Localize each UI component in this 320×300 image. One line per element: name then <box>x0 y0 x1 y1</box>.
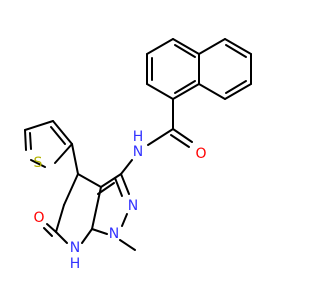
bond <box>77 173 102 188</box>
lactam-hydrogen-label: H <box>70 256 81 272</box>
amide-nitrogen-label: N <box>133 144 143 160</box>
bond <box>24 129 27 151</box>
bond <box>147 128 174 146</box>
bond <box>225 80 247 94</box>
bond <box>43 227 53 237</box>
bond <box>225 44 247 58</box>
bond <box>172 83 200 100</box>
lactam-oxygen-label: O <box>33 210 44 226</box>
bond <box>170 134 190 148</box>
bond <box>30 159 46 168</box>
bond <box>81 228 93 244</box>
sulfur-atom-label: S <box>34 155 43 171</box>
bond <box>114 177 123 197</box>
lactam-nitrogen-label: N <box>70 240 80 256</box>
carbonyl-oxygen-label: O <box>195 146 206 162</box>
bond <box>55 204 65 233</box>
bond <box>71 143 79 175</box>
molecule-structure: S N H O N N N H O <box>24 38 252 272</box>
bond <box>224 83 252 100</box>
bond <box>198 38 226 55</box>
bond <box>55 231 68 244</box>
bond <box>50 126 66 145</box>
bond <box>52 120 73 145</box>
pyrazole-n2-label: N <box>128 198 138 214</box>
bond <box>63 173 79 206</box>
bond <box>100 173 122 188</box>
bond <box>172 128 193 143</box>
bond <box>120 159 133 175</box>
bonds <box>24 38 252 251</box>
bond <box>97 182 115 195</box>
bond <box>146 38 174 55</box>
bond <box>121 213 128 227</box>
bond <box>29 132 32 150</box>
bond <box>54 143 73 164</box>
bond <box>172 38 200 55</box>
bond <box>174 80 196 94</box>
pyrazole-n1-label: N <box>109 226 119 242</box>
atom-labels: S N H O N N N H O <box>33 129 206 272</box>
bond <box>24 120 54 131</box>
bond <box>174 44 196 58</box>
amide-hydrogen-label: H <box>133 129 144 145</box>
bond <box>146 83 174 100</box>
bond <box>119 239 136 251</box>
bond <box>120 173 130 195</box>
bond <box>91 228 108 235</box>
bond <box>46 223 57 233</box>
bond <box>198 83 226 100</box>
bond <box>224 38 252 55</box>
